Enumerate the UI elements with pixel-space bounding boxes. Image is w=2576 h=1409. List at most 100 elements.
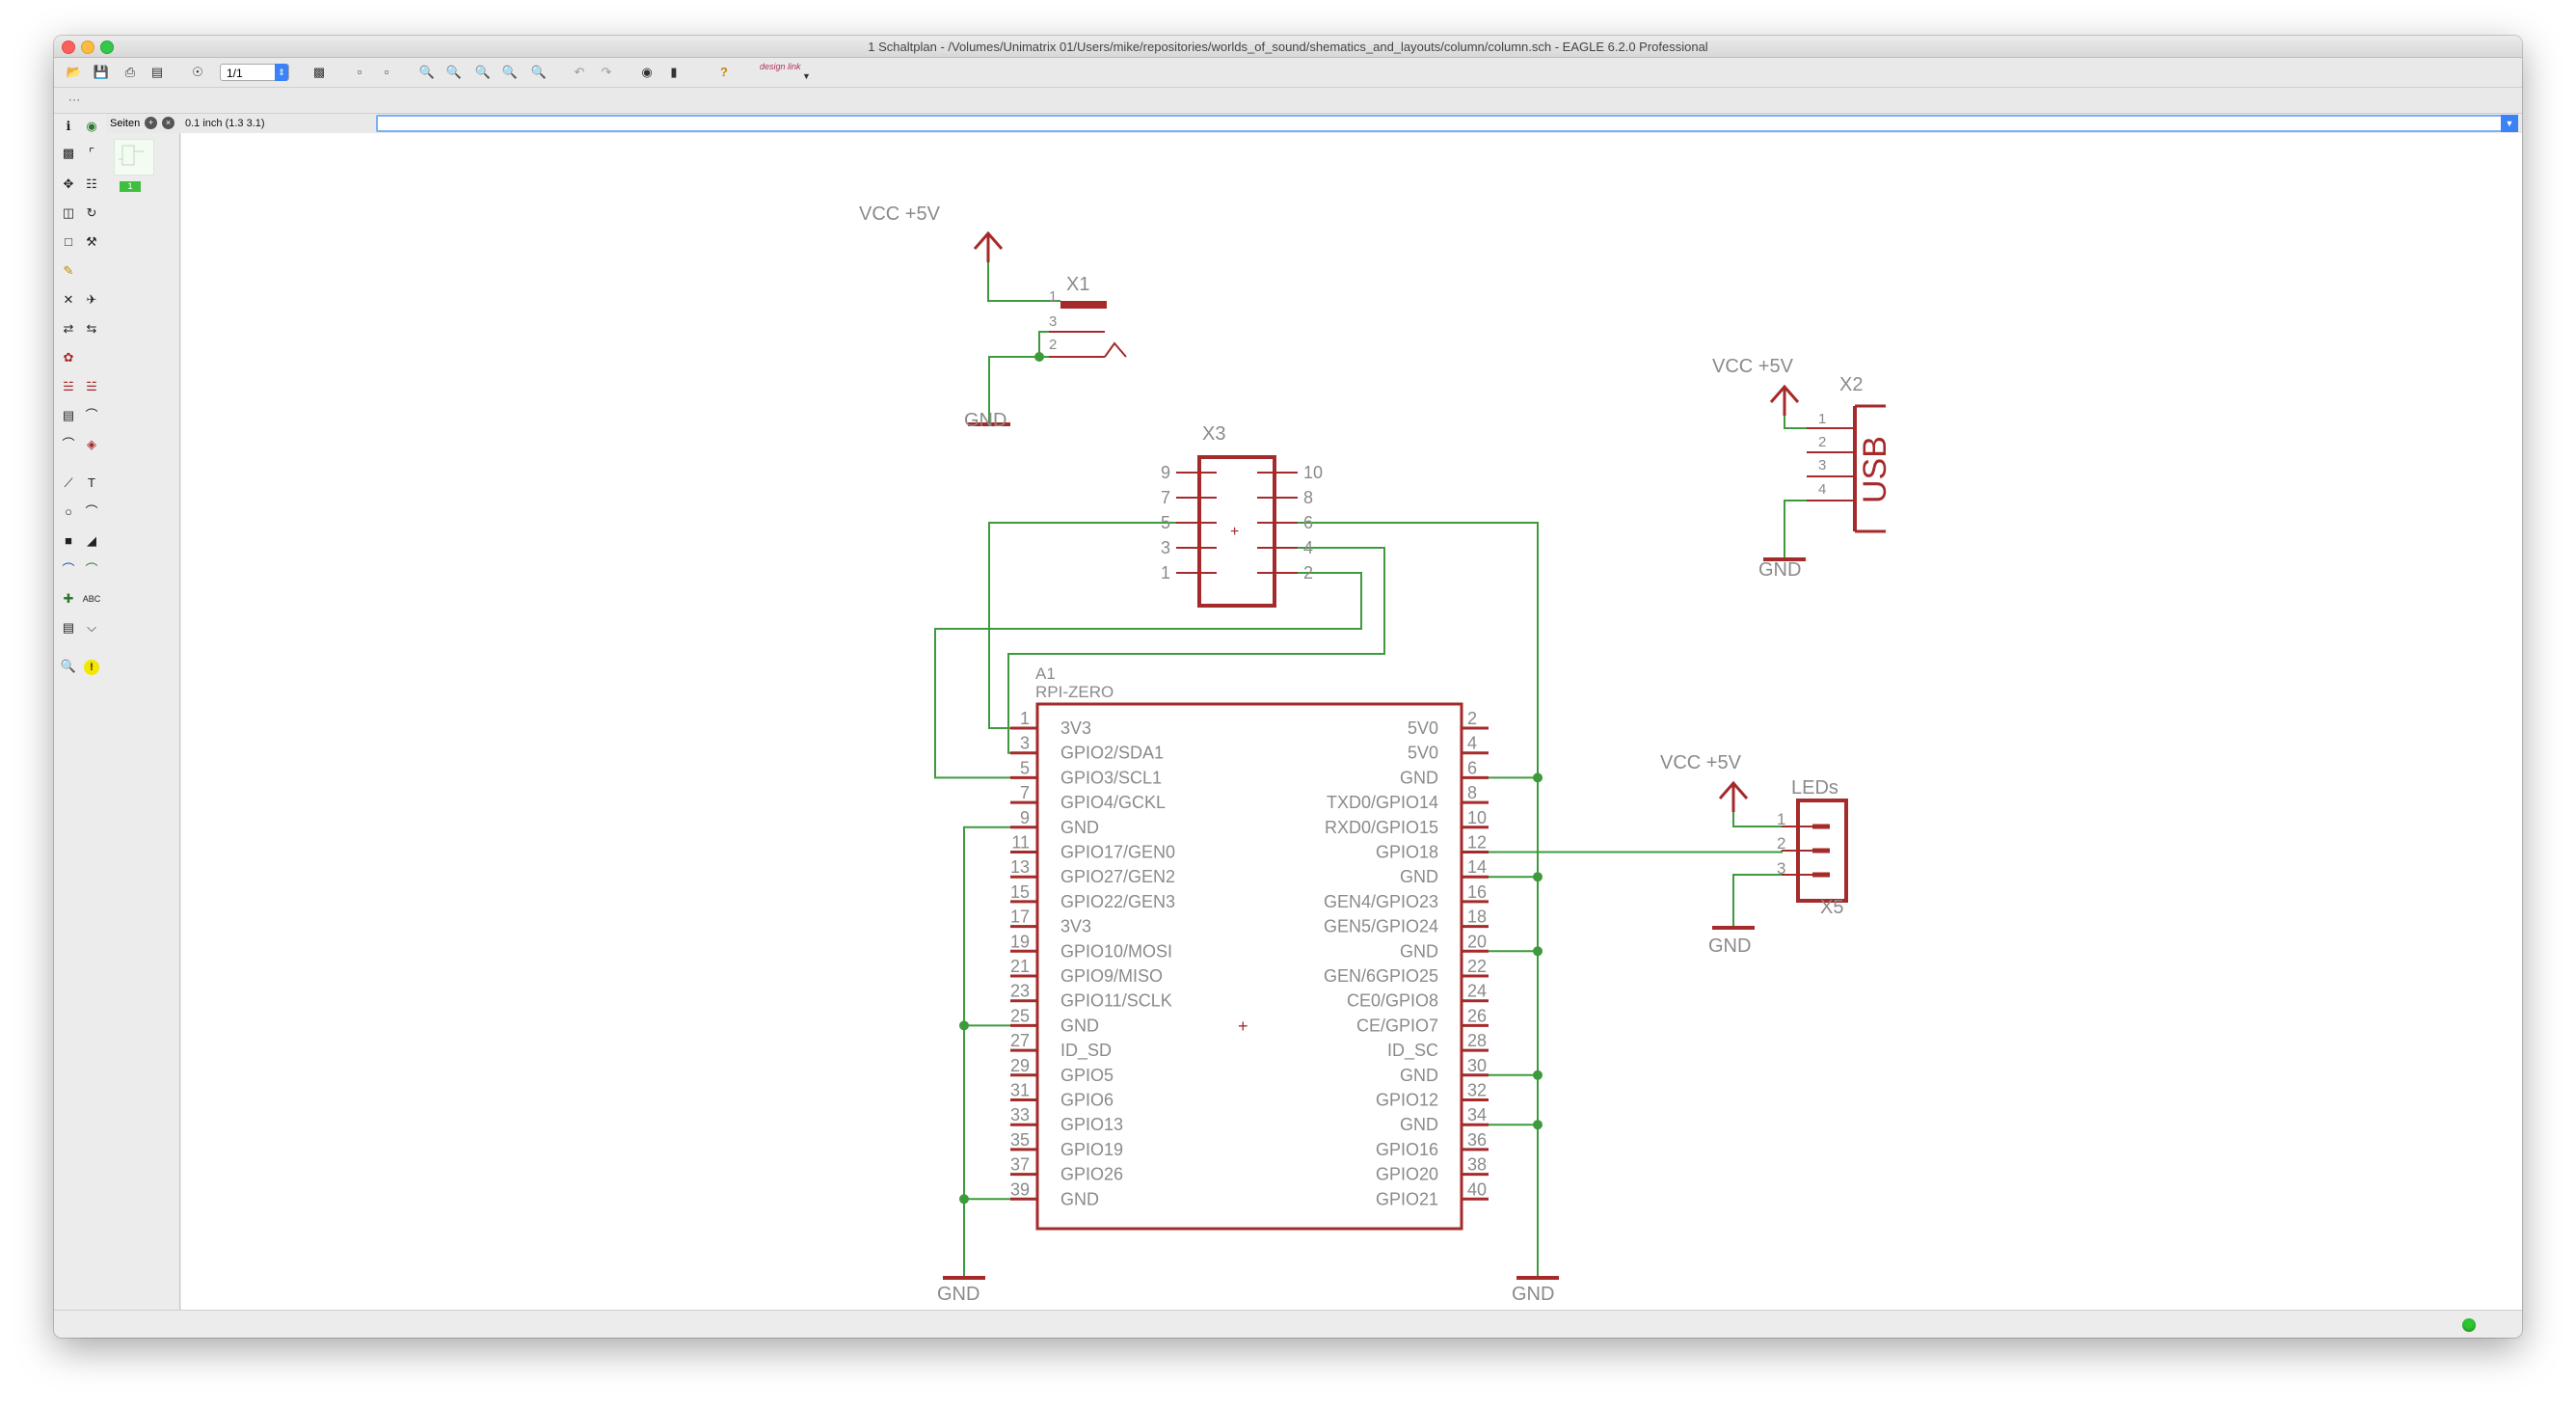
a1-pin-name: TXD0/GPIO14 [1327,793,1438,812]
a1-pin-name: 3V3 [1060,718,1091,738]
miter-tool-icon[interactable]: ⌒ [85,408,98,422]
change-tool-icon[interactable]: ⚒ [86,234,97,249]
bus-tool-icon[interactable]: ⌒ [62,562,75,577]
a1-gnd-right-label: GND [1512,1284,1554,1305]
print-icon[interactable]: ⎙ [124,65,136,79]
rect-tool-icon[interactable]: ■ [65,533,72,548]
junction-dot [1533,772,1543,783]
x5-pin-3: 3 [1777,859,1785,878]
new-page-icon[interactable]: + [145,117,157,129]
x5-pin-2: 2 [1777,834,1785,853]
cam-icon[interactable]: ▤ [150,65,164,79]
page-thumbnail[interactable] [114,139,154,176]
name-tool-icon[interactable]: ☱ [63,379,74,393]
a1-pin-number: 29 [1010,1056,1030,1075]
show-tool-icon[interactable]: ◉ [86,119,97,133]
stepper-icon[interactable]: ⇕ [275,64,288,81]
zoom-out-icon[interactable]: 🔍 [474,65,492,79]
design-link-button[interactable]: design link ▼ [760,62,818,83]
x5-vcc-label: VCC +5V [1660,752,1742,773]
open-icon[interactable]: 📂 [66,65,83,79]
run-ulp-icon[interactable]: ▫ [384,65,389,79]
move-tool-icon[interactable]: ✥ [63,176,74,191]
invoke-tool-icon[interactable]: ◈ [87,437,96,451]
info-tool-icon[interactable]: ℹ [66,119,71,133]
smash-tool-icon[interactable]: ▤ [62,408,75,422]
net-sda [1007,547,1385,754]
pages-panel: 1 [106,133,180,1311]
x3-pin-number: 7 [1161,488,1170,507]
minimize-window-button[interactable] [81,41,94,54]
status-bar [54,1310,2522,1338]
add-tool-icon[interactable]: ✈ [86,292,97,307]
zoom-in-icon[interactable]: 🔍 [445,65,463,79]
zoom-redraw-icon[interactable]: 🔍 [501,65,519,79]
delete-page-icon[interactable]: × [162,117,174,129]
mark-tool-icon[interactable]: ⌜ [88,146,95,160]
zoom-fit-icon[interactable]: 🔍 [418,65,436,79]
a1-pin-name: 5V0 [1408,718,1438,738]
x3-body [1197,455,1276,608]
x1-pin-2: 2 [1049,337,1057,353]
frame-tool-icon[interactable]: ⌵ [87,620,96,635]
parts-layer[interactable]: ++ [943,230,1886,1280]
a1-pin-number: 12 [1467,833,1487,853]
save-icon[interactable]: 💾 [93,65,110,79]
mirror-tool-icon[interactable]: ◫ [62,205,75,220]
design-link-label: design link [760,62,801,71]
undo-icon[interactable]: ↶ [574,65,585,79]
replace-tool-icon[interactable]: ✿ [63,350,74,365]
group-tool-icon[interactable]: □ [65,234,72,249]
display-tool-icon[interactable]: ▩ [62,146,75,160]
script-icon[interactable]: ▫ [357,65,362,79]
a1-pin-number: 8 [1467,783,1477,802]
lock-icon[interactable]: ☉ [192,65,203,79]
go-icon[interactable]: ▮ [670,65,678,79]
redo-icon[interactable]: ↷ [601,65,612,79]
x2-pin-2: 2 [1818,434,1826,450]
command-history-dropdown-icon[interactable]: ▼ [2501,115,2518,132]
command-line-input[interactable] [376,115,2518,132]
sheet-select[interactable]: 1/1 ⇕ [220,64,289,81]
a1-pin-name: GPIO12 [1376,1091,1438,1110]
a1-pin-number: 37 [1010,1155,1030,1175]
label-tool-icon[interactable]: ABC [82,594,101,604]
a1-pin-name: GND [1400,1066,1438,1085]
net-wires[interactable] [934,262,1807,1278]
junction-dot [959,1020,969,1031]
circle-tool-icon[interactable]: ○ [65,504,72,519]
net-tool-icon[interactable]: ⌒ [85,562,98,577]
split-tool-icon[interactable]: ⌒ [62,437,75,451]
pinswap-tool-icon[interactable]: ⇄ [63,321,74,336]
x3-pin-number: 10 [1303,463,1323,482]
zoom-select-icon[interactable]: 🔍 [530,65,548,79]
a1-pin-number: 3 [1020,734,1030,753]
net-gnd-right [1298,522,1539,1278]
wire-tool-icon[interactable]: ⟋ [64,475,73,490]
errors-tool-icon[interactable]: ! [81,656,102,677]
value-tool-icon[interactable]: ☱ [86,379,97,393]
arc-tool-icon[interactable]: ⌒ [85,504,98,519]
copy-tool-icon[interactable]: ☷ [86,176,97,191]
paste-tool-icon[interactable]: ✎ [63,263,74,278]
polygon-tool-icon[interactable]: ◢ [87,533,96,548]
use-library-icon[interactable]: ▩ [312,65,326,79]
help-icon[interactable]: ? [720,65,728,79]
a1-name-label: A1 [1035,664,1056,683]
attribute-tool-icon[interactable]: ▤ [62,620,75,635]
a1-pin-number: 28 [1467,1031,1487,1050]
delete-tool-icon[interactable]: ✕ [63,292,74,307]
gateswap-tool-icon[interactable]: ⇆ [86,321,97,336]
erc-tool-icon[interactable]: 🔍 [60,659,77,673]
junction-tool-icon[interactable]: ✚ [63,591,74,606]
text-tool-icon[interactable]: T [88,475,95,490]
dropdown-arrow-icon: ▼ [802,71,811,81]
rotate-tool-icon[interactable]: ↻ [86,205,97,220]
close-window-button[interactable] [62,41,75,54]
schematic-canvas[interactable]: ++ VCC +5V X1 1 3 2 GND VCC +5V X2 1 2 3… [181,133,2522,1311]
schematic-drawing[interactable]: ++ VCC +5V X1 1 3 2 GND VCC +5V X2 1 2 3… [181,133,2522,1337]
zoom-window-button[interactable] [100,41,114,54]
stop-icon[interactable]: ◉ [641,65,653,79]
a1-pin-name: 5V0 [1408,744,1438,763]
grid-icon[interactable]: ⋯ [67,93,81,107]
